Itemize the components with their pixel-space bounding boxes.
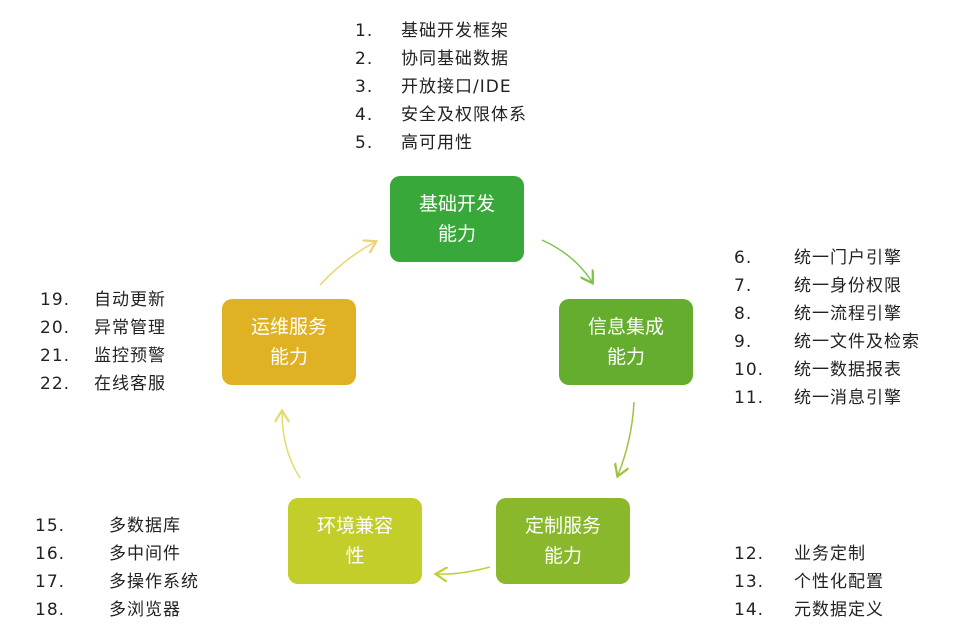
list-item: 20. 异常管理 bbox=[40, 314, 166, 342]
node-custom-service-line2: 能力 bbox=[543, 545, 582, 567]
item-number: 21. bbox=[40, 346, 71, 366]
list-item: 1. 基础开发框架 bbox=[355, 17, 527, 45]
node-env-compat: 环境兼容 性 bbox=[288, 498, 422, 584]
item-number: 10. bbox=[734, 360, 765, 380]
arrow-env-to-ops bbox=[282, 412, 301, 479]
item-text: 开放接口/IDE bbox=[401, 77, 512, 97]
item-text: 多中间件 bbox=[109, 544, 181, 564]
item-number: 13. bbox=[734, 572, 765, 592]
item-number: 11. bbox=[734, 388, 765, 408]
arrow-info-to-custom bbox=[618, 401, 635, 475]
node-ops-service: 运维服务 能力 bbox=[222, 299, 356, 385]
node-custom-service: 定制服务 能力 bbox=[496, 498, 630, 584]
list-item: 18. 多浏览器 bbox=[35, 596, 199, 624]
item-number: 2. bbox=[355, 49, 374, 69]
node-env-compat-line1: 环境兼容 bbox=[316, 515, 393, 537]
item-text: 个性化配置 bbox=[794, 572, 884, 592]
node-custom-service-line1: 定制服务 bbox=[524, 515, 601, 537]
list-item: 13. 个性化配置 bbox=[734, 568, 884, 596]
item-text: 在线客服 bbox=[94, 374, 166, 394]
list-item: 8. 统一流程引擎 bbox=[734, 300, 920, 328]
item-text: 元数据定义 bbox=[794, 600, 884, 620]
arrow-custom-to-env bbox=[437, 566, 491, 574]
item-number: 14. bbox=[734, 600, 765, 620]
list-ops-service: 19. 自动更新 20. 异常管理 21. 监控预警 22. 在线客服 bbox=[40, 286, 166, 398]
node-ops-service-line1: 运维服务 bbox=[250, 316, 327, 338]
item-text: 安全及权限体系 bbox=[401, 105, 527, 125]
item-number: 17. bbox=[35, 572, 66, 592]
item-text: 统一流程引擎 bbox=[794, 304, 902, 324]
list-item: 10. 统一数据报表 bbox=[734, 356, 920, 384]
node-info-integration: 信息集成 能力 bbox=[559, 299, 693, 385]
list-item: 17. 多操作系统 bbox=[35, 568, 199, 596]
item-text: 异常管理 bbox=[94, 318, 166, 338]
list-item: 9. 统一文件及检索 bbox=[734, 328, 920, 356]
node-base-dev: 基础开发 能力 bbox=[390, 176, 524, 262]
item-number: 4. bbox=[355, 105, 374, 125]
item-text: 基础开发框架 bbox=[401, 21, 509, 41]
list-item: 11. 统一消息引擎 bbox=[734, 384, 920, 412]
node-base-dev-line2: 能力 bbox=[437, 223, 476, 245]
item-text: 业务定制 bbox=[794, 544, 866, 564]
node-info-integration-line2: 能力 bbox=[606, 346, 645, 368]
item-text: 多数据库 bbox=[109, 516, 181, 536]
item-text: 统一门户引擎 bbox=[794, 248, 902, 268]
item-text: 统一身份权限 bbox=[794, 276, 902, 296]
item-number: 5. bbox=[355, 133, 374, 153]
list-env-compat: 15. 多数据库 16. 多中间件 17. 多操作系统 18. 多浏览器 bbox=[35, 512, 199, 624]
list-item: 22. 在线客服 bbox=[40, 370, 166, 398]
item-text: 统一数据报表 bbox=[794, 360, 902, 380]
item-text: 协同基础数据 bbox=[401, 49, 509, 69]
list-item: 21. 监控预警 bbox=[40, 342, 166, 370]
item-number: 15. bbox=[35, 516, 66, 536]
list-item: 3. 开放接口/IDE bbox=[355, 73, 527, 101]
list-base-dev: 1. 基础开发框架 2. 协同基础数据 3. 开放接口/IDE 4. 安全及权限体系 5… bbox=[355, 17, 527, 157]
list-item: 15. 多数据库 bbox=[35, 512, 199, 540]
list-item: 16. 多中间件 bbox=[35, 540, 199, 568]
list-item: 14. 元数据定义 bbox=[734, 596, 884, 624]
item-number: 6. bbox=[734, 248, 753, 268]
item-number: 8. bbox=[734, 304, 753, 324]
item-number: 20. bbox=[40, 318, 71, 338]
node-ops-service-line2: 能力 bbox=[269, 346, 308, 368]
item-text: 自动更新 bbox=[94, 290, 166, 310]
item-number: 16. bbox=[35, 544, 66, 564]
list-item: 2. 协同基础数据 bbox=[355, 45, 527, 73]
item-text: 监控预警 bbox=[94, 346, 166, 366]
item-number: 7. bbox=[734, 276, 753, 296]
node-base-dev-line1: 基础开发 bbox=[418, 193, 495, 215]
item-text: 统一文件及检索 bbox=[794, 332, 920, 352]
list-item: 12. 业务定制 bbox=[734, 540, 884, 568]
item-number: 3. bbox=[355, 77, 374, 97]
list-item: 7. 统一身份权限 bbox=[734, 272, 920, 300]
node-info-integration-line1: 信息集成 bbox=[587, 316, 664, 338]
item-number: 19. bbox=[40, 290, 71, 310]
item-text: 多浏览器 bbox=[109, 600, 181, 620]
arrow-ops-to-base bbox=[319, 242, 375, 286]
item-text: 多操作系统 bbox=[109, 572, 199, 592]
item-number: 12. bbox=[734, 544, 765, 564]
list-item: 4. 安全及权限体系 bbox=[355, 101, 527, 129]
list-item: 6. 统一门户引擎 bbox=[734, 244, 920, 272]
list-item: 5. 高可用性 bbox=[355, 129, 527, 157]
list-info-integration: 6. 统一门户引擎 7. 统一身份权限 8. 统一流程引擎 9. 统一文件及检索 10.… bbox=[734, 244, 920, 412]
item-number: 9. bbox=[734, 332, 753, 352]
list-item: 19. 自动更新 bbox=[40, 286, 166, 314]
list-custom-service: 12. 业务定制 13. 个性化配置 14. 元数据定义 bbox=[734, 540, 884, 624]
item-number: 18. bbox=[35, 600, 66, 620]
item-number: 22. bbox=[40, 374, 71, 394]
item-number: 1. bbox=[355, 21, 374, 41]
item-text: 高可用性 bbox=[401, 133, 473, 153]
item-text: 统一消息引擎 bbox=[794, 388, 902, 408]
node-env-compat-line2: 性 bbox=[345, 545, 365, 567]
arrow-base-to-info bbox=[541, 239, 592, 282]
